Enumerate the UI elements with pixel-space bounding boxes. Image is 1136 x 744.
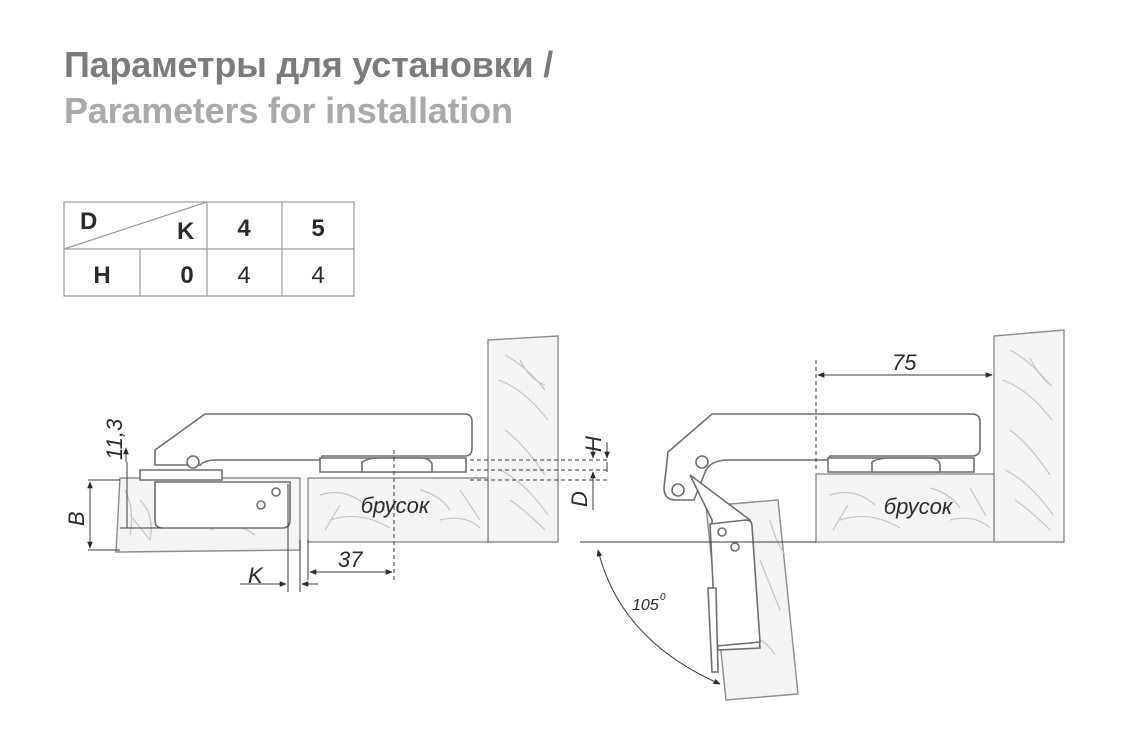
dim-37: 37 bbox=[338, 547, 363, 572]
table-value-k5: 4 bbox=[311, 262, 324, 289]
dimension-lines-left bbox=[87, 442, 610, 592]
table-corner-d: D bbox=[80, 208, 97, 235]
table-value-k4: 4 bbox=[237, 262, 250, 289]
block-brusok-right: брусок bbox=[815, 473, 995, 543]
block-label-left: брусок bbox=[361, 493, 431, 518]
cabinet-side-panel-right bbox=[993, 329, 1065, 543]
door-open-105 bbox=[689, 474, 799, 701]
table-row-key-0: 0 bbox=[180, 262, 193, 289]
dimension-lines-right bbox=[580, 360, 993, 685]
angle-105: 105 bbox=[632, 597, 659, 614]
dim-d: D bbox=[567, 491, 592, 507]
dim-75: 75 bbox=[892, 350, 917, 375]
right-drawing: брусок 75 105 0 bbox=[580, 329, 1065, 701]
hinge-cup-left bbox=[154, 481, 291, 529]
cabinet-side-panel bbox=[487, 335, 559, 543]
table-col-header-5: 5 bbox=[311, 215, 324, 242]
dim-b: B bbox=[64, 511, 89, 526]
table-row-label-h: H bbox=[93, 262, 110, 289]
table-corner-k: K bbox=[177, 218, 195, 245]
block-brusok: брусок bbox=[307, 477, 489, 543]
angle-degree-mark: 0 bbox=[660, 592, 666, 603]
block-label-right: брусок bbox=[884, 494, 954, 519]
table-col-header-4: 4 bbox=[237, 215, 251, 242]
hinge-arm-right bbox=[663, 413, 981, 501]
left-drawing: брусок bbox=[64, 335, 610, 592]
hinge-arm-left bbox=[139, 413, 473, 481]
title-russian: Параметры для установки / bbox=[64, 44, 553, 85]
dim-k: K bbox=[248, 563, 264, 588]
dim-11-3: 11,3 bbox=[102, 418, 127, 460]
parameters-table: D K 4 5 H 0 4 4 bbox=[63, 201, 355, 297]
dim-h: H bbox=[581, 436, 606, 452]
title-english: Parameters for installation bbox=[64, 90, 513, 131]
